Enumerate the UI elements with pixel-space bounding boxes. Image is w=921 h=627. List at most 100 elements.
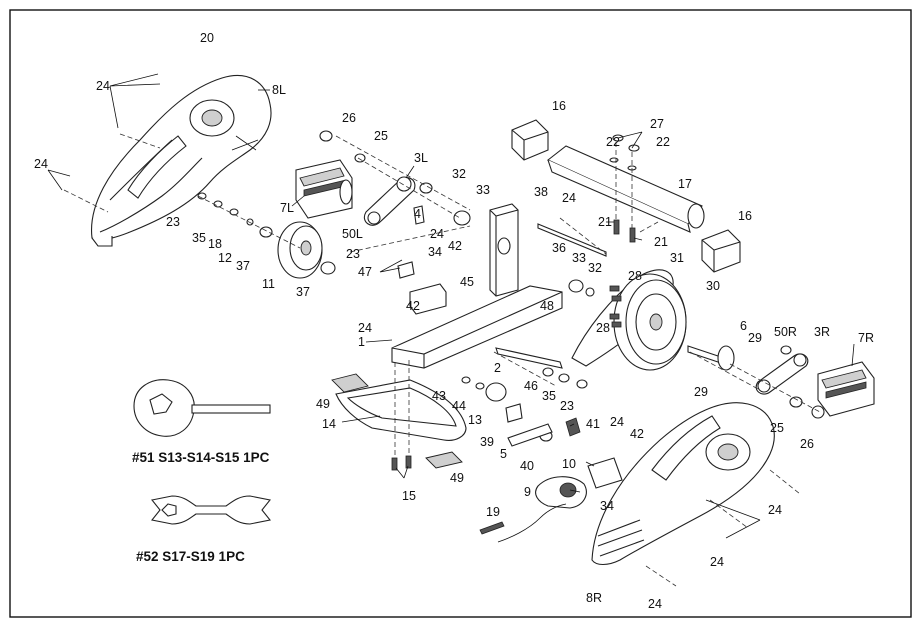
left-pedal-7L: [295, 159, 353, 219]
callout: 26: [800, 437, 814, 451]
callout: 34: [600, 499, 614, 513]
callout: 24: [610, 415, 624, 429]
callout: 47: [358, 265, 372, 279]
pulley-30: [613, 273, 687, 371]
callout: 22: [656, 135, 670, 149]
wrench-51-caption: #51 S13-S14-S15 1PC: [132, 450, 270, 465]
wrench-52-caption: #52 S17-S19 1PC: [136, 549, 245, 564]
callout: 45: [460, 275, 474, 289]
callout: 43: [432, 389, 446, 403]
callout: 38: [534, 185, 548, 199]
main-frame-1: [391, 203, 563, 369]
diagram-border: [9, 9, 912, 618]
console-9: [535, 476, 587, 509]
callout: 18: [208, 237, 222, 251]
callout: 7L: [280, 201, 294, 215]
callout: 7R: [858, 331, 874, 345]
callout: 24: [562, 191, 576, 205]
callout: 35: [542, 389, 556, 403]
callout: 49: [316, 397, 330, 411]
right-crank-arm-3R: [755, 353, 809, 395]
callout: 8R: [586, 591, 602, 605]
right-chain-cover-8R: [591, 402, 775, 566]
callout: 50L: [342, 227, 363, 241]
callout: 13: [468, 413, 482, 427]
callout: 29: [694, 385, 708, 399]
callout: 3R: [814, 325, 830, 339]
callout: 11: [262, 277, 275, 291]
callout: 35: [192, 231, 206, 245]
callout: 21: [654, 235, 668, 249]
callout: 16: [738, 209, 752, 223]
callout: 37: [296, 285, 310, 299]
callout: 24: [648, 597, 662, 611]
bracket-10: [587, 457, 623, 489]
long-axle-36: [537, 223, 607, 257]
callout: 28: [628, 269, 642, 283]
bolts-15: [391, 360, 412, 471]
callout: 24: [430, 227, 444, 241]
callout: 6: [740, 319, 747, 333]
small-hardware-left: [197, 130, 471, 275]
callout: 26: [342, 111, 356, 125]
callout: 27: [650, 117, 664, 131]
callout: 32: [588, 261, 602, 275]
callout: 25: [770, 421, 784, 435]
callout: 39: [480, 435, 494, 449]
callout: 24: [710, 555, 724, 569]
callout: 30: [706, 279, 720, 293]
callout: 24: [96, 79, 110, 93]
callout: 3L: [414, 151, 428, 165]
callout: 8L: [272, 83, 286, 97]
wrench-52-icon: [151, 495, 271, 525]
callout: 37: [236, 259, 250, 273]
callout: 24: [358, 321, 372, 335]
callout: 28: [596, 321, 610, 335]
left-chain-cover-8L: [90, 74, 272, 247]
callout: 34: [428, 245, 442, 259]
callout: 40: [520, 459, 534, 473]
callout: 14: [322, 417, 336, 431]
callout: 41: [586, 417, 600, 431]
spring-bolts-28: [609, 285, 622, 328]
callout: 49: [450, 471, 464, 485]
callout: 36: [552, 241, 566, 255]
left-crank-arm-3L: [363, 176, 416, 226]
callout: 4: [414, 207, 421, 221]
small-hardware-right: [397, 205, 825, 447]
callout: 42: [448, 239, 462, 253]
callout: 10: [562, 457, 576, 471]
callout: 1: [358, 335, 365, 349]
crank-axle-6: [687, 345, 735, 371]
callout: 20: [200, 31, 214, 45]
callout: 15: [402, 489, 416, 503]
callout: 33: [476, 183, 490, 197]
callout: 50R: [774, 325, 797, 339]
flywheel-11: [277, 221, 323, 279]
callout: 22: [606, 135, 620, 149]
callout: 32: [452, 167, 466, 181]
callout: 5: [500, 447, 507, 461]
callout: 23: [346, 247, 360, 261]
callout: 19: [486, 505, 500, 519]
sensor-cable-19: [479, 503, 567, 543]
callout: 42: [406, 299, 420, 313]
handlebar-bolts-21-27: [609, 134, 640, 243]
callout: 24: [34, 157, 48, 171]
right-pedal-7R: [817, 361, 875, 417]
callout: 46: [524, 379, 538, 393]
callout: 33: [572, 251, 586, 265]
cross-bar-2: [495, 347, 563, 369]
callout: 16: [552, 99, 566, 113]
callout: 21: [598, 215, 612, 229]
callout-labels: 20 24 8L 24 26 25 3L 7L 32 33 16 22 27 2…: [34, 31, 874, 611]
callout: 29: [748, 331, 762, 345]
callout: 2: [494, 361, 501, 375]
callout: 48: [540, 299, 554, 313]
callout: 9: [524, 485, 531, 499]
leader-lines: [47, 73, 855, 539]
callout: 31: [670, 251, 684, 265]
callout: 23: [560, 399, 574, 413]
callout: 12: [218, 251, 232, 265]
